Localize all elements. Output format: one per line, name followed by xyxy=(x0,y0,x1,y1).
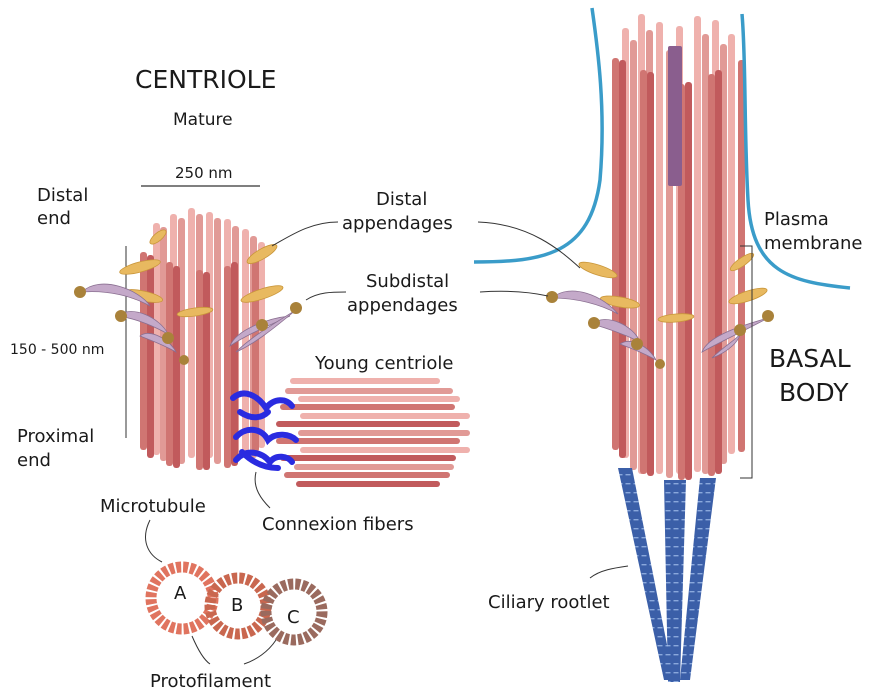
leader-distal-appendages xyxy=(272,222,338,246)
distal-end-label-line2: end xyxy=(37,208,71,229)
basal-body-label-line1: BASAL xyxy=(769,344,851,373)
width-label: 250 nm xyxy=(175,164,233,182)
ciliary-rootlet xyxy=(618,468,716,682)
proximal-end-label-line2: end xyxy=(17,450,51,471)
ciliary-rootlet-label: Ciliary rootlet xyxy=(488,592,610,613)
leader-connexion xyxy=(255,472,270,508)
distal-end-label-line1: Distal xyxy=(37,185,88,206)
distal-appendages-label-line2: appendages xyxy=(342,213,453,234)
leader-microtubule xyxy=(146,520,162,562)
plasma-membrane-label-line1: Plasma xyxy=(764,209,829,230)
leader-subdistal-appendages-right xyxy=(480,291,548,296)
centriole-title: CENTRIOLE xyxy=(135,65,276,94)
mature-label: Mature xyxy=(173,110,233,130)
leader-protofilament-a xyxy=(192,636,210,664)
young-centriole-label: Young centriole xyxy=(314,353,454,374)
length-label: 150 - 500 nm xyxy=(10,342,104,358)
plasma-membrane xyxy=(474,8,602,262)
tubule-c-label: C xyxy=(287,607,300,628)
leader-ciliary-rootlet xyxy=(590,566,628,578)
subdistal-appendages-label-line2: appendages xyxy=(347,295,458,316)
basal-body-label-line2: BODY xyxy=(779,378,849,407)
proximal-end-label-line1: Proximal xyxy=(17,426,94,447)
distal-appendages-label-line1: Distal xyxy=(376,189,427,210)
connexion-fibers-label: Connexion fibers xyxy=(262,514,414,535)
plasma-membrane-label-line2: membrane xyxy=(764,233,862,254)
leader-subdistal-appendages xyxy=(306,292,346,300)
microtubule-label: Microtubule xyxy=(100,496,206,517)
tubule-a-label: A xyxy=(174,583,187,604)
subdistal-appendages-label-line1: Subdistal xyxy=(366,271,449,292)
tubule-b-label: B xyxy=(231,595,243,616)
leader-protofilament-c xyxy=(244,640,276,664)
protofilament-label: Protofilament xyxy=(150,671,271,692)
young-centriole-cylinder xyxy=(276,378,470,487)
axoneme-central-rod xyxy=(668,46,682,186)
